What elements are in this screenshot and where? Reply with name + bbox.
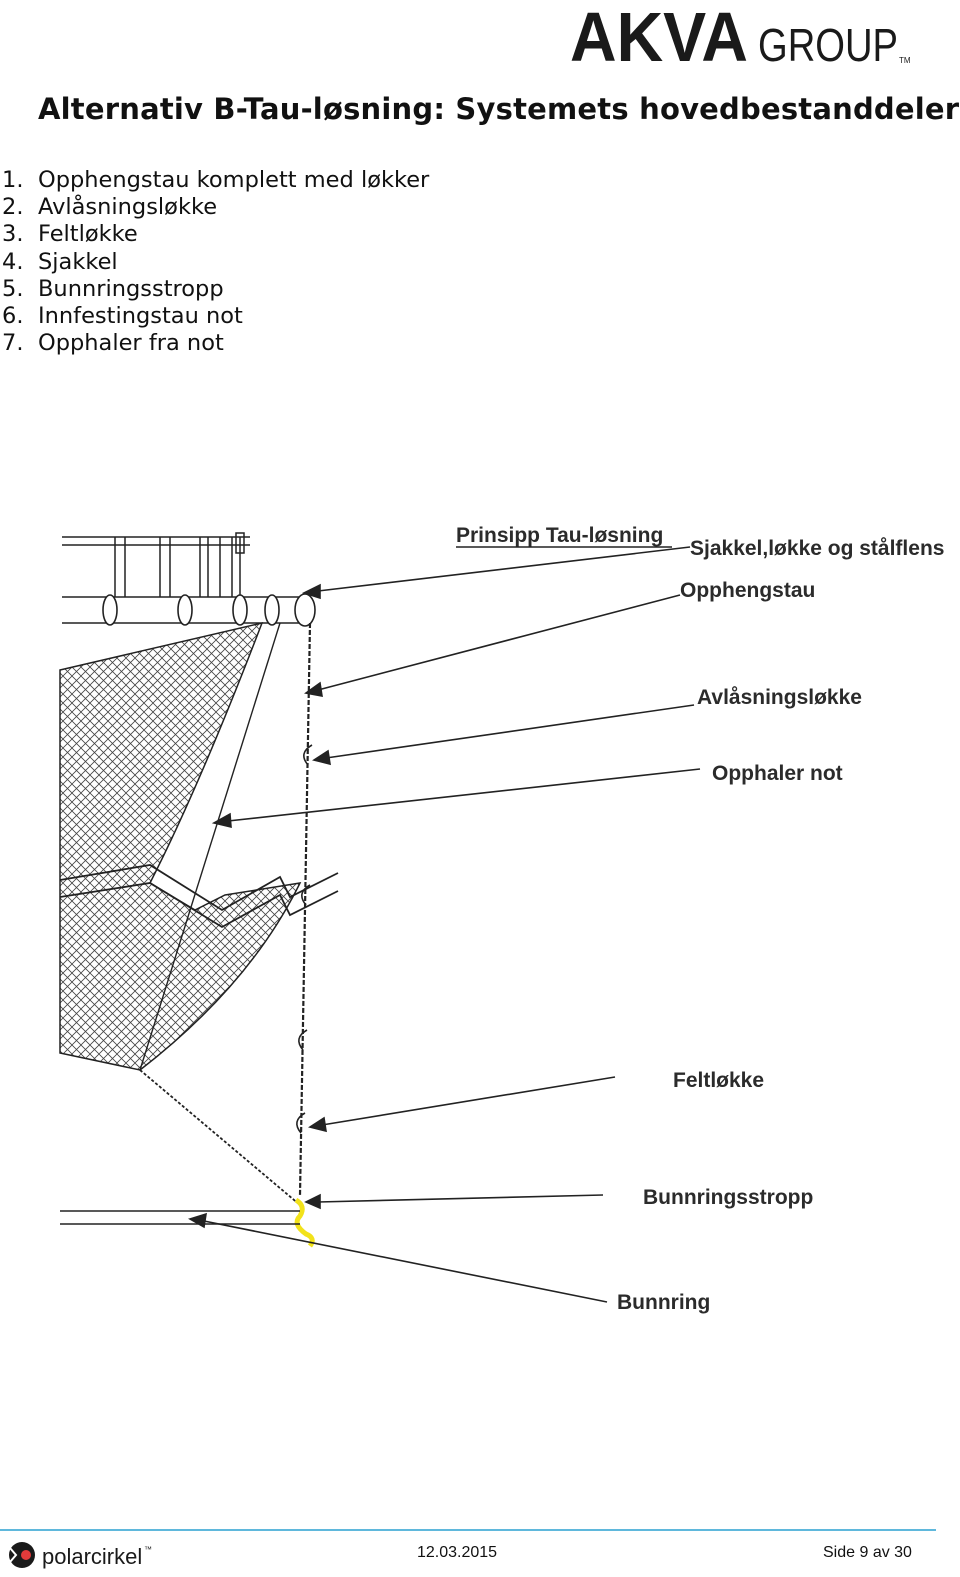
label-bottom-ring: Bunnring	[617, 1291, 710, 1314]
list-number: 3.	[2, 221, 24, 248]
list-item: 4. Sjakkel	[2, 249, 429, 276]
upper-handrail	[62, 532, 250, 597]
bottom-ring	[60, 1210, 300, 1225]
bottom-ring-hook	[294, 1197, 315, 1248]
label-shackle-loop-flange: Sjakkel,løkke og stålflens	[690, 537, 944, 560]
floating-pipe	[62, 593, 316, 627]
label-net-lifter: Opphaler not	[712, 762, 843, 785]
list-item: 7. Opphaler fra not	[2, 330, 429, 357]
logo-group-text: GROUP	[758, 19, 898, 66]
list-item: 5. Bunnringsstropp	[2, 276, 429, 303]
footer-date: 12.03.2015	[417, 1544, 498, 1561]
polarcirkel-logo: polarcirkel ™	[9, 1542, 152, 1569]
polarcirkel-tm: ™	[144, 1545, 152, 1554]
logo-tm-text: TM	[899, 56, 911, 65]
leader-lines	[188, 546, 701, 1303]
suspension-rope	[139, 622, 313, 1206]
akva-group-logo: AKVA GROUP TM	[570, 4, 911, 66]
list-label: Bunnringsstropp	[38, 275, 224, 302]
list-label: Innfestingstau not	[38, 303, 243, 330]
list-label: Avlåsningsløkke	[38, 194, 218, 221]
list-item: 2. Avlåsningsløkke	[2, 194, 429, 221]
label-suspension-rope: Opphengstau	[680, 579, 815, 602]
list-label: Sjakkel	[38, 248, 118, 275]
list-number: 5.	[2, 275, 24, 302]
diagram-heading: Prinsipp Tau-løsning	[456, 524, 663, 547]
component-list: 1. Opphengstau komplett med løkker 2. Avlå…	[2, 167, 429, 357]
rope-solution-diagram: Prinsipp Tau-løsning Sjakkel,løkke og st…	[59, 524, 944, 1314]
list-item: 6. Innfestingstau not	[2, 303, 429, 330]
list-label: Opphaler fra not	[38, 330, 224, 357]
list-number: 2.	[2, 194, 24, 221]
page-title: Alternativ B-Tau-løsning: Systemets hove…	[38, 92, 960, 126]
list-number: 1.	[2, 167, 24, 193]
list-number: 4.	[2, 248, 24, 275]
list-item: 1. Opphengstau komplett med løkker	[2, 167, 429, 194]
footer-page-number: Side 9 av 30	[823, 1544, 912, 1561]
footer-rule	[0, 1529, 936, 1531]
label-field-loop: Feltløkke	[673, 1069, 764, 1092]
net-panel	[59, 621, 339, 1071]
list-label: Feltløkke	[38, 221, 138, 248]
list-number: 6.	[2, 303, 24, 330]
list-item: 3. Feltløkke	[2, 221, 429, 248]
label-locking-loop: Avlåsningsløkke	[697, 686, 862, 709]
polarcirkel-text: polarcirkel	[42, 1544, 142, 1569]
list-label: Opphengstau komplett med løkker	[38, 167, 430, 193]
list-number: 7.	[2, 330, 24, 357]
logo-akva-text: AKVA	[570, 4, 748, 66]
label-bottom-ring-strap: Bunnringsstropp	[643, 1186, 813, 1209]
